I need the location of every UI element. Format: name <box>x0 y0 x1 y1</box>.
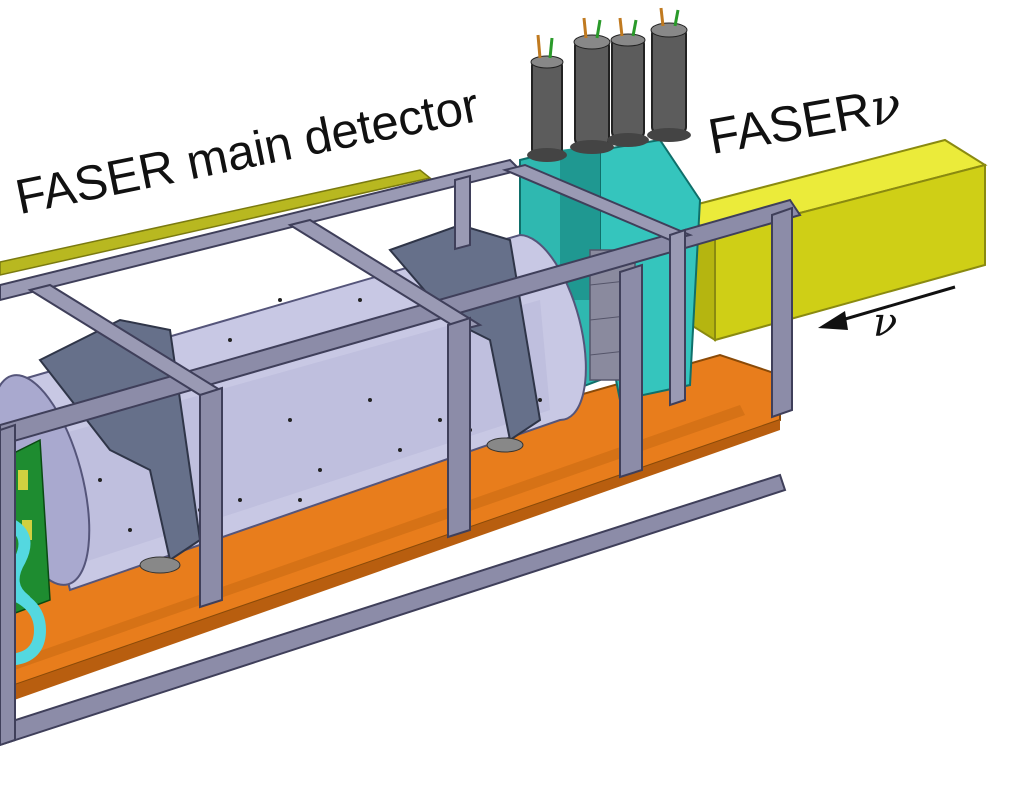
neutrino-direction-arrow <box>818 285 956 330</box>
rear-rail <box>0 169 432 276</box>
faser-nu-target-box <box>672 138 988 342</box>
base-plate <box>0 353 781 705</box>
support-frame <box>0 158 802 747</box>
photomultiplier-tubes <box>527 7 691 162</box>
neutrino-symbol-label: ν <box>873 300 898 346</box>
